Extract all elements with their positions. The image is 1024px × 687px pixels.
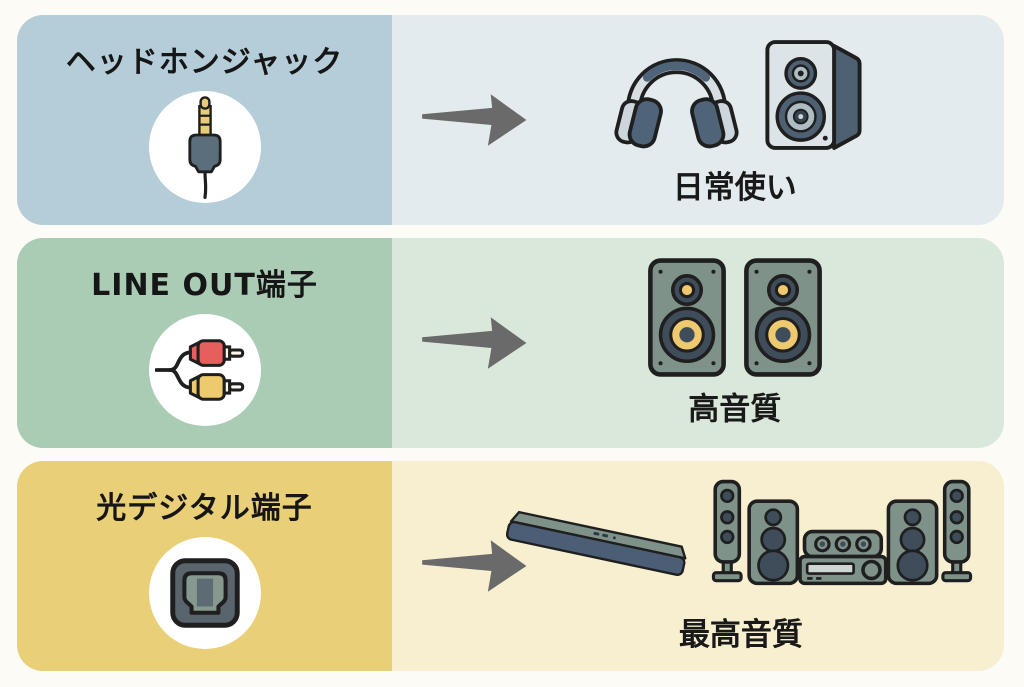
caption-daily-use: 日常使い <box>672 170 797 206</box>
stereo-speaker-icon <box>743 258 823 378</box>
arrow-right-icon <box>405 531 545 601</box>
line-out-source-card: LINE OUT端子 <box>17 238 392 448</box>
optical-digital-devices <box>505 478 976 603</box>
row-title-line-out: LINE OUT端子 <box>91 268 318 303</box>
row-title-optical-digital: 光デジタル端子 <box>96 491 313 526</box>
arrow-right-icon <box>405 308 545 378</box>
caption-best-quality: 最高音質 <box>678 617 803 653</box>
line-out-result: 高音質 <box>647 258 823 429</box>
rca-cable-icon <box>148 314 261 426</box>
headphone-jack-result-card: 日常使い <box>392 15 1004 225</box>
headphone-jack-plug-icon <box>148 91 261 203</box>
line-out-devices <box>647 258 823 378</box>
optical-digital-source-card: 光デジタル端子 <box>17 461 392 671</box>
headphone-jack-devices <box>605 33 864 156</box>
optical-digital-result: 最高音質 <box>505 478 976 654</box>
headphone-jack-source-card: ヘッドホンジャック <box>17 15 392 225</box>
soundbar-icon <box>505 483 702 603</box>
headphone-jack-result: 日常使い <box>605 33 864 207</box>
arrow-right-icon <box>405 85 545 155</box>
row-line-out: LINE OUT端子 <box>17 238 1004 448</box>
stereo-speaker-icon <box>647 258 727 378</box>
optical-digital-result-card: 最高音質 <box>392 461 1004 671</box>
headphones-icon <box>605 33 747 156</box>
home-theater-icon <box>708 478 976 603</box>
row-title-headphone-jack: ヘッドホンジャック <box>65 45 344 80</box>
optical-toslink-icon <box>148 537 261 649</box>
bookshelf-speaker-icon <box>761 36 864 154</box>
row-headphone-jack: ヘッドホンジャック <box>17 15 1004 225</box>
row-optical-digital: 光デジタル端子 <box>17 461 1004 671</box>
caption-high-quality: 高音質 <box>688 391 782 428</box>
line-out-result-card: 高音質 <box>392 238 1004 448</box>
